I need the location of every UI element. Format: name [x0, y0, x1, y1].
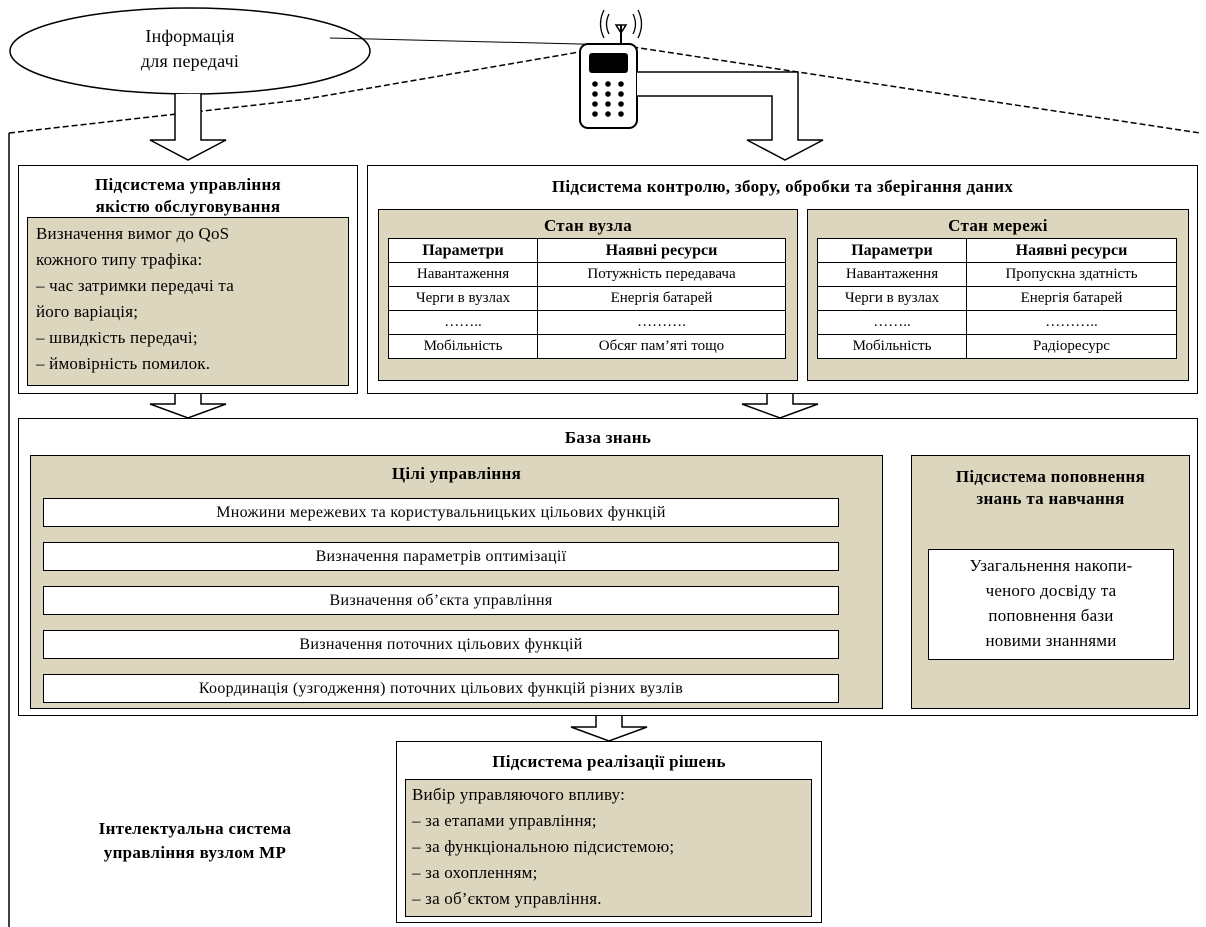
- control-goals-title: Цілі управління: [391, 464, 522, 483]
- node-state-table: Параметри Наявні ресурси Навантаження По…: [388, 238, 786, 359]
- node-state-panel: Стан вузла Параметри Наявні ресурси Нава…: [378, 209, 798, 381]
- control-goals-panel: Цілі управління Множини мережевих та кор…: [30, 455, 883, 709]
- table-row: …….. ……….: [388, 310, 786, 335]
- table-cell: Навантаження: [388, 262, 538, 287]
- decision-subsystem: Підсистема реалізації рішень Вибір управ…: [396, 741, 822, 923]
- arrow-qos-to-kb: [149, 393, 227, 419]
- table-row: Черги в вузлах Енергія батарей: [817, 286, 1177, 311]
- qos-item: його варіація;: [36, 302, 139, 321]
- goal-item: Множини мережевих та користувальницьких …: [43, 498, 839, 527]
- table-cell: Черги в вузлах: [388, 286, 538, 311]
- system-label-line1: Інтелектуальна система: [98, 819, 292, 838]
- learning-text-line: Узагальнення накопи-: [969, 556, 1133, 575]
- learning-text-line: поповнення бази: [988, 606, 1114, 625]
- table-cell: Обсяг пам’яті тощо: [537, 334, 786, 359]
- table-cell: Черги в вузлах: [817, 286, 967, 311]
- system-label-line2: управління вузлом МР: [103, 843, 287, 862]
- table-cell: ……..: [817, 310, 967, 335]
- node-state-title: Стан вузла: [543, 216, 633, 235]
- mobile-phone-icon: [579, 43, 638, 129]
- table-row: Мобільність Радіоресурс: [817, 334, 1177, 359]
- table-header: Параметри: [817, 238, 967, 263]
- table-cell: ……..: [388, 310, 538, 335]
- arrow-monitoring-to-kb: [741, 393, 819, 419]
- table-row: Навантаження Пропускна здатність: [817, 262, 1177, 287]
- decision-item: – за етапами управління;: [412, 811, 597, 830]
- qos-subsystem: Підсистема управління якістю обслуговува…: [18, 165, 358, 394]
- table-row: Черги в вузлах Енергія батарей: [388, 286, 786, 311]
- qos-item: – час затримки передачі та: [36, 276, 234, 295]
- network-state-title: Стан мережі: [948, 216, 1048, 235]
- arrow-kb-to-decision: [570, 716, 648, 742]
- cloud-callout-line: [329, 37, 621, 46]
- decision-title: Підсистема реалізації рішень: [492, 752, 726, 771]
- learning-title-line1: Підсистема поповнення: [955, 467, 1146, 486]
- qos-item: Визначення вимог до QoS: [36, 224, 230, 243]
- knowledge-base-title: База знань: [564, 428, 652, 447]
- table-cell: Енергія батарей: [537, 286, 786, 311]
- qos-item: кожного типу трафіка:: [36, 250, 203, 269]
- table-header: Наявні ресурси: [537, 238, 786, 263]
- table-row: Навантаження Потужність передавача: [388, 262, 786, 287]
- table-row: Мобільність Обсяг пам’яті тощо: [388, 334, 786, 359]
- dashed-boundary: [8, 44, 1201, 134]
- table-cell: Радіоресурс: [966, 334, 1177, 359]
- qos-requirements-panel: Визначення вимог до QoS кожного типу тра…: [27, 217, 349, 386]
- learning-panel: Підсистема поповнення знань та навчання …: [911, 455, 1190, 709]
- goal-item: Визначення поточних цільових функцій: [43, 630, 839, 659]
- network-state-table: Параметри Наявні ресурси Навантаження Пр…: [817, 238, 1177, 359]
- table-cell: Потужність передавача: [537, 262, 786, 287]
- decision-item: – за функціональною підсистемою;: [412, 837, 675, 856]
- goal-item: Координація (узгодження) поточних цільов…: [43, 674, 839, 703]
- table-header: Параметри: [388, 238, 538, 263]
- goal-item: Визначення параметрів оптимізації: [43, 542, 839, 571]
- antenna-icon: [599, 9, 643, 50]
- info-bubble-line1: Інформація: [145, 26, 235, 46]
- learning-text-line: ченого досвіду та: [985, 581, 1117, 600]
- table-cell: Енергія батарей: [966, 286, 1177, 311]
- table-cell: Навантаження: [817, 262, 967, 287]
- table-cell: Пропускна здатність: [966, 262, 1177, 287]
- decision-item: Вибір управляючого впливу:: [412, 785, 626, 804]
- decision-item: – за охопленням;: [412, 863, 538, 882]
- info-bubble-line2: для передачі: [140, 51, 240, 71]
- table-cell: ………..: [966, 310, 1177, 335]
- learning-title-line2: знань та навчання: [976, 489, 1125, 508]
- learning-text-line: новими знаннями: [985, 631, 1117, 650]
- table-cell: Мобільність: [388, 334, 538, 359]
- monitoring-title: Підсистема контролю, збору, обробки та з…: [551, 177, 1014, 196]
- goal-item: Визначення об’єкта управління: [43, 586, 839, 615]
- table-cell: ……….: [537, 310, 786, 335]
- qos-title-line1: Підсистема управління: [94, 175, 282, 194]
- network-state-panel: Стан мережі Параметри Наявні ресурси Нав…: [807, 209, 1189, 381]
- table-row: …….. ………..: [817, 310, 1177, 335]
- table-cell: Мобільність: [817, 334, 967, 359]
- arrow-phone-to-monitoring: [637, 71, 824, 161]
- decision-item: – за об’єктом управління.: [412, 889, 602, 908]
- knowledge-base: База знань Цілі управління Множини мереж…: [18, 418, 1198, 716]
- learning-text-box: Узагальнення накопи- ченого досвіду та п…: [928, 549, 1174, 660]
- decision-options-panel: Вибір управляючого впливу: – за етапами …: [405, 779, 812, 917]
- monitoring-subsystem: Підсистема контролю, збору, обробки та з…: [367, 165, 1198, 394]
- qos-title-line2: якістю обслуговування: [95, 197, 281, 216]
- qos-item: – ймовірність помилок.: [36, 354, 211, 373]
- arrow-info-to-qos: [149, 94, 227, 161]
- qos-item: – швидкість передачі;: [36, 328, 198, 347]
- table-header: Наявні ресурси: [966, 238, 1177, 263]
